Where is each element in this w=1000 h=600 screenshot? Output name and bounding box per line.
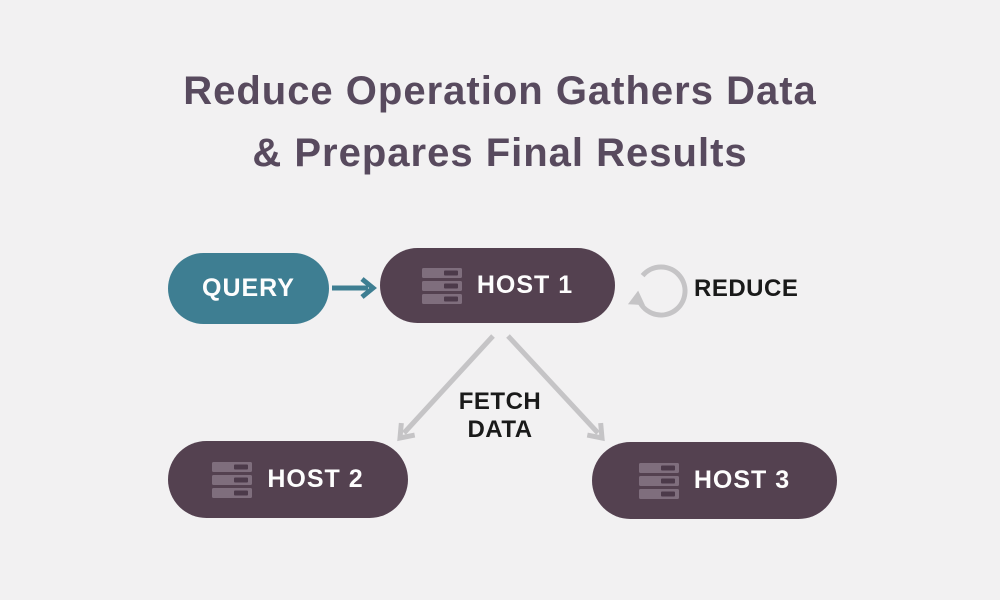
query-node-label: QUERY xyxy=(202,274,295,302)
server-icon xyxy=(638,462,679,499)
host3-node: HOST 3 xyxy=(592,442,837,519)
fetch-data-label-line1: FETCH xyxy=(458,388,542,415)
server-icon xyxy=(421,267,462,304)
title-line-2: & Prepares Final Results xyxy=(252,131,748,175)
title-line-1: Reduce Operation Gathers Data xyxy=(183,69,817,113)
fetch-data-label: FETCH DATA xyxy=(400,388,600,444)
reduce-label: REDUCE xyxy=(694,275,799,302)
host3-node-label: HOST 3 xyxy=(693,466,791,494)
host1-node-label: HOST 1 xyxy=(476,271,574,299)
host2-node: HOST 2 xyxy=(168,441,408,518)
server-icon xyxy=(212,461,253,498)
diagram-title: Reduce Operation Gathers Data & Prepares… xyxy=(0,60,1000,184)
host2-node-label: HOST 2 xyxy=(267,465,364,493)
host1-node: HOST 1 xyxy=(380,248,615,323)
query-to-host1-arrow xyxy=(332,277,377,299)
fetch-data-label-line2: DATA xyxy=(467,416,533,443)
circular-rotate-arrow-icon xyxy=(627,264,688,318)
query-node: QUERY xyxy=(168,253,329,324)
